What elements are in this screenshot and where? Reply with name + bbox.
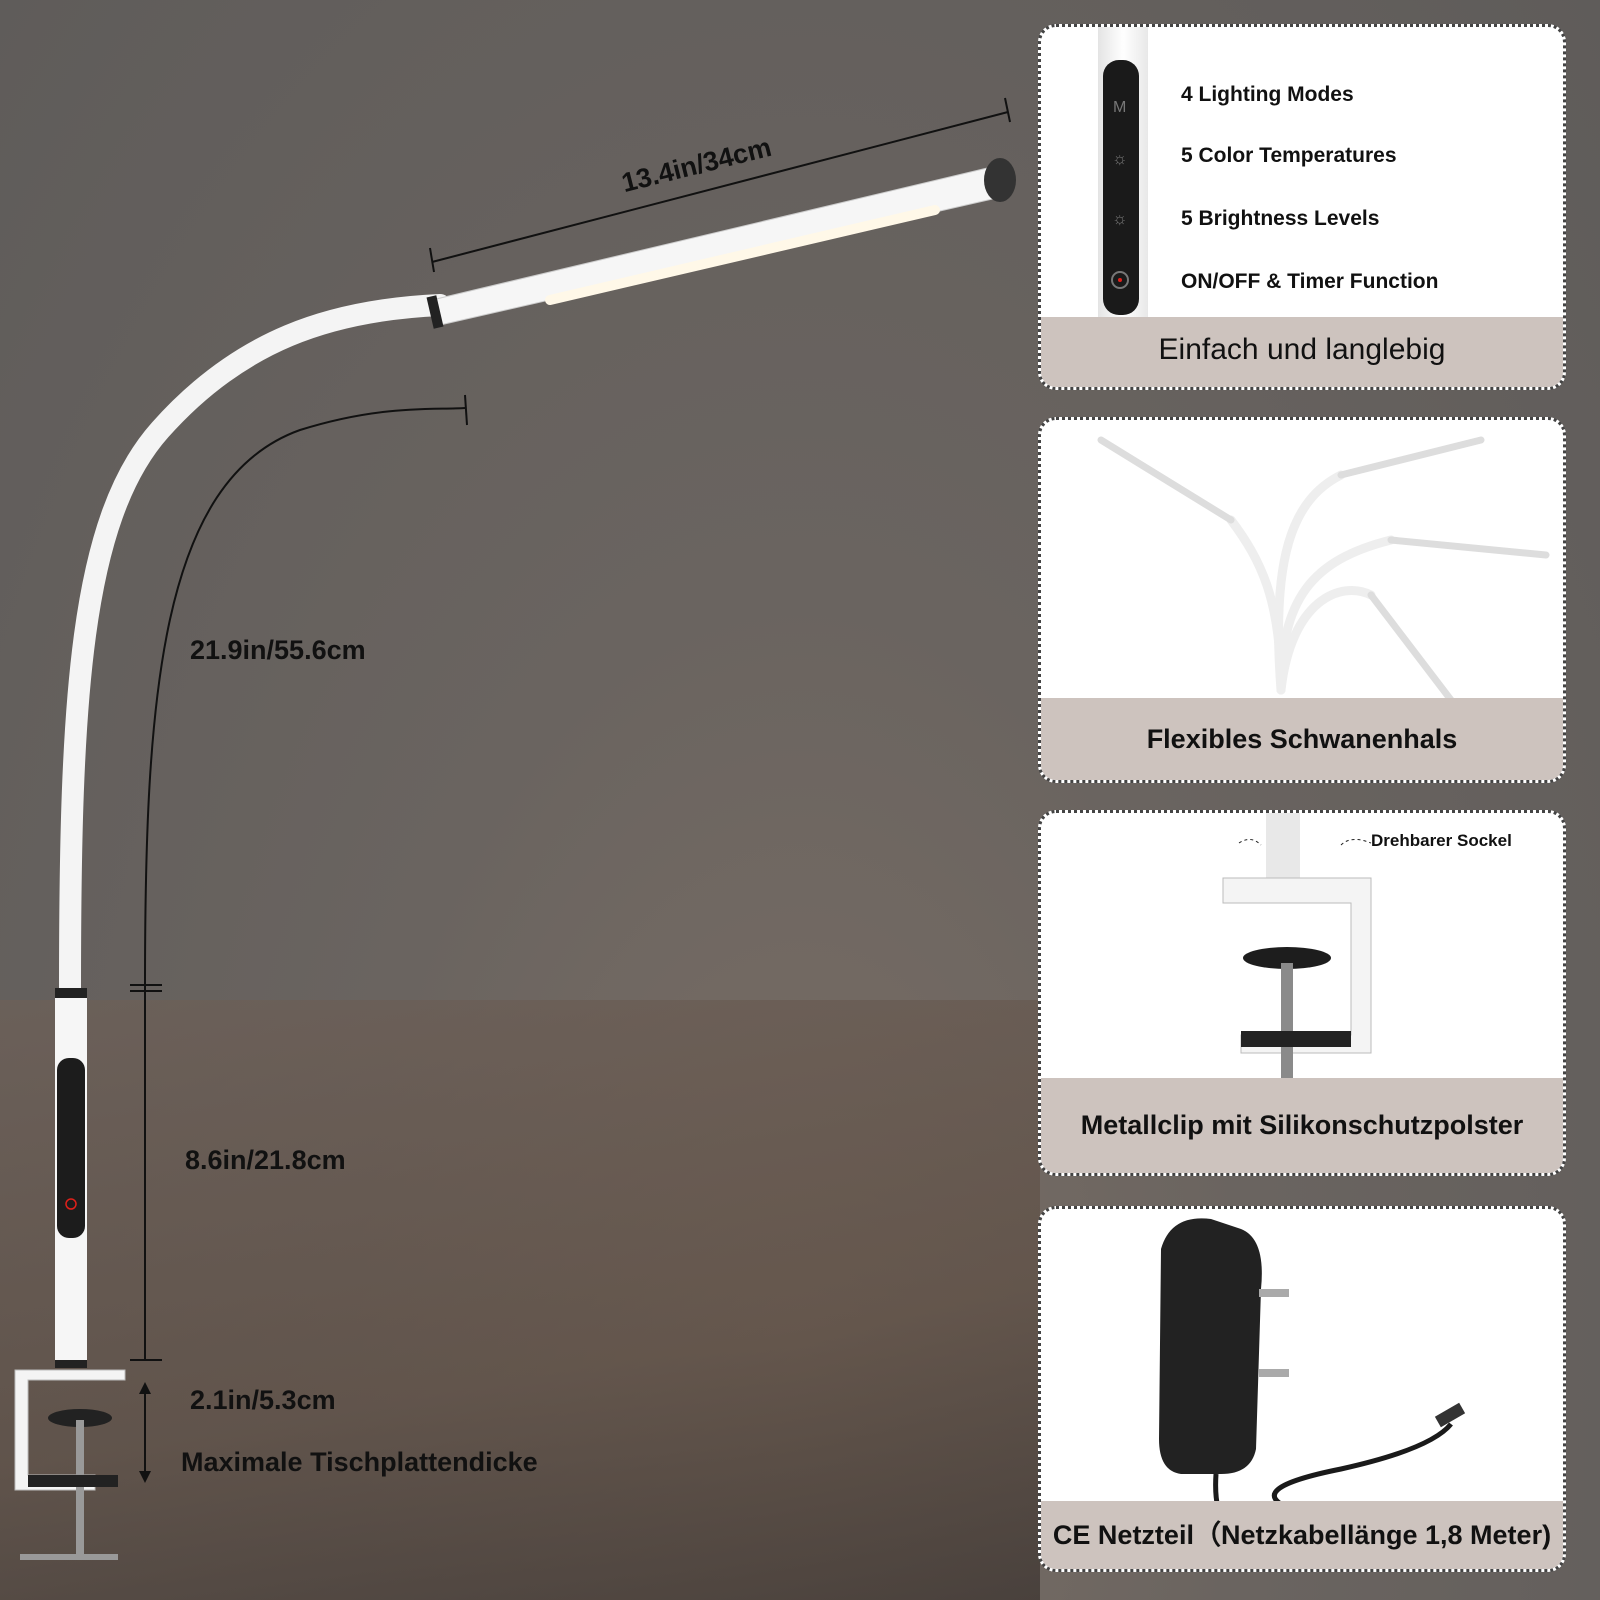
controls-panel: M ☼ ☼ 4 Lighting Modes 5 Color Temperatu… <box>1038 24 1566 390</box>
feature-item: 5 Brightness Levels <box>1181 207 1380 230</box>
head-end-cap <box>984 158 1016 202</box>
base-height-label: 8.6in/21.8cm <box>185 1145 346 1175</box>
color-temperature-icon: ☼ <box>1112 149 1128 168</box>
power-icon <box>65 1198 77 1210</box>
gooseneck <box>59 294 451 1001</box>
panel-caption: Flexibles Schwanenhals <box>1041 698 1563 780</box>
clamp-opening-label: 2.1in/5.3cm <box>190 1385 336 1415</box>
adapter-panel: CE Netzteil（Netzkabellänge 1,8 Meter) <box>1038 1206 1566 1572</box>
mode-icon: M <box>1113 99 1127 116</box>
lamp-illustration <box>14 97 1016 1560</box>
feature-item: 4 Lighting Modes <box>1181 83 1354 106</box>
feature-item: 5 Color Temperatures <box>1181 144 1397 167</box>
led-strip <box>545 205 940 305</box>
rotate-label: Drehbarer Sockel <box>1371 831 1512 850</box>
gooseneck-panel: Flexibles Schwanenhals <box>1038 417 1566 783</box>
panel-caption: Metallclip mit Silikonschutzpolster <box>1041 1078 1563 1173</box>
desk-background <box>0 1000 1040 1600</box>
panel-caption: Einfach und langlebig <box>1041 317 1563 387</box>
clamp-thickness-label: Maximale Tischplattendicke <box>181 1447 538 1477</box>
desk-clamp <box>14 1369 126 1491</box>
control-panel <box>57 1058 85 1238</box>
neck-height-label: 21.9in/55.6cm <box>190 635 366 665</box>
panel-caption: CE Netzteil（Netzkabellänge 1,8 Meter) <box>1041 1501 1563 1569</box>
dimension-lines <box>130 97 1011 1480</box>
brightness-icon: ☼ <box>1112 209 1128 228</box>
feature-item: ON/OFF & Timer Function <box>1181 270 1439 293</box>
clamp-panel: Drehbarer Sockel Metallclip mit Silikons… <box>1038 810 1566 1176</box>
gooseneck-positions-image <box>1097 436 1550 704</box>
power-icon <box>1111 271 1129 289</box>
lamp-head <box>431 164 1011 326</box>
